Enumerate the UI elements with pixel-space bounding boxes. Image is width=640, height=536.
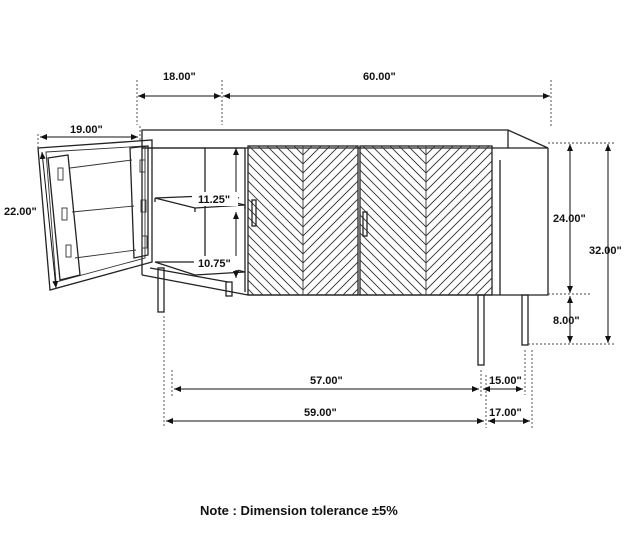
chevron-line bbox=[248, 270, 358, 295]
open-door bbox=[37, 139, 153, 291]
chevron-line bbox=[248, 261, 358, 295]
chevron-line bbox=[302, 146, 304, 147]
chevron-line bbox=[248, 252, 358, 295]
legs bbox=[157, 267, 529, 366]
chevron-line bbox=[360, 286, 492, 295]
chevron-line bbox=[248, 298, 358, 353]
chevron-line bbox=[360, 250, 492, 295]
dimension-labels: 18.00" 60.00" 19.00" 22.00" 11.25" 10.75… bbox=[4, 71, 622, 419]
width-label: 60.00" bbox=[363, 71, 396, 83]
tolerance-note: Note : Dimension tolerance ±5% bbox=[200, 503, 398, 518]
inner-width-label: 57.00" bbox=[310, 375, 343, 387]
dimension-arrows bbox=[39, 93, 611, 424]
chevron-line bbox=[248, 288, 358, 295]
chevron-line bbox=[360, 268, 492, 295]
chevron-line bbox=[360, 296, 492, 362]
leg-height-label: 8.00" bbox=[553, 315, 580, 327]
cabinet-doors bbox=[247, 145, 493, 362]
chevron-line bbox=[360, 259, 492, 295]
leg-span-label: 59.00" bbox=[304, 407, 337, 419]
leg-depth-inner-label: 15.00" bbox=[489, 375, 522, 387]
chevron-line bbox=[360, 241, 492, 295]
chevron-line bbox=[248, 243, 358, 295]
leg-depth-outer-label: 17.00" bbox=[489, 407, 522, 419]
shelf-lower-label: 10.75" bbox=[198, 258, 231, 270]
shelf-upper-label: 11.25" bbox=[198, 194, 230, 206]
chevron-line bbox=[360, 232, 492, 295]
door-height-label: 22.00" bbox=[4, 206, 37, 218]
door-width-label: 19.00" bbox=[70, 124, 103, 136]
chevron-line bbox=[425, 146, 427, 147]
chevron-line bbox=[416, 146, 436, 156]
depth-label: 18.00" bbox=[163, 71, 196, 83]
total-height-label: 32.00" bbox=[589, 245, 622, 257]
extension-lines bbox=[37, 80, 616, 428]
body-height-label: 24.00" bbox=[553, 213, 586, 225]
